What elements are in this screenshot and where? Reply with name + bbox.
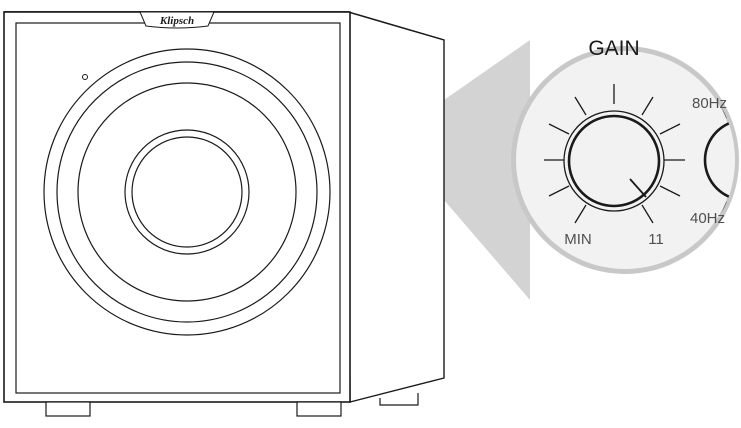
- foot-right: [296, 401, 342, 417]
- gain-knob-pointer: [629, 178, 647, 198]
- foot-back: [379, 393, 419, 406]
- logo-plate: [139, 11, 215, 29]
- dust-cap-inner: [131, 136, 243, 248]
- klipsch-logo: Klipsch: [159, 15, 194, 27]
- power-led-icon: [82, 74, 88, 80]
- gain-title: GAIN: [588, 37, 639, 60]
- crossover-upper-label: 80Hz: [692, 95, 727, 112]
- gain-ticks: [544, 84, 685, 224]
- gain-max-label: 11: [648, 231, 664, 248]
- foot-left: [45, 401, 91, 417]
- gain-knob-cap: [567, 114, 661, 208]
- cabinet-front: [3, 11, 351, 403]
- woofer-surround-inner: [56, 61, 318, 323]
- callout-wedge: [444, 40, 530, 300]
- cabinet-side: [347, 11, 445, 403]
- woofer-cone: [77, 82, 297, 302]
- crossover-knob-icon[interactable]: [703, 118, 741, 202]
- gain-min-label: MIN: [564, 231, 592, 248]
- woofer-surround-outer: [43, 48, 331, 336]
- dust-cap-outer: [124, 129, 250, 255]
- crossover-lower-label: 40Hz: [690, 210, 725, 227]
- woofer-driver: [43, 48, 331, 336]
